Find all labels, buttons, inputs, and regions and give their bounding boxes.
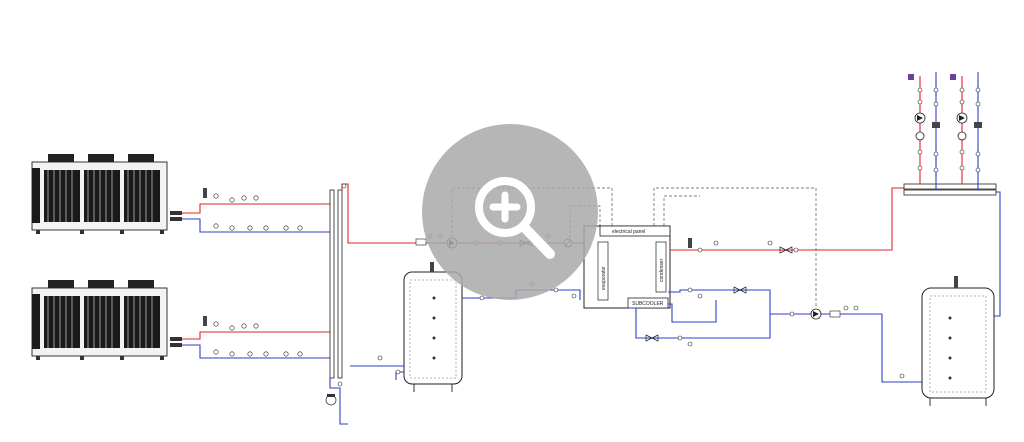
buffer-tank-left	[350, 262, 581, 392]
supply-line-to-consumers	[670, 187, 904, 254]
condenser-label: condenser	[659, 258, 665, 282]
distribution-manifold	[903, 72, 997, 196]
evaporator-label: evaporator	[601, 266, 607, 290]
return-loop	[628, 286, 922, 383]
dry-cooler-top	[31, 154, 182, 234]
electrical-panel-label: electrical panel	[612, 229, 645, 235]
subcooler-label: SUBCOOLER	[632, 301, 664, 307]
dry-cooler-piping	[182, 188, 330, 359]
buffer-tank-right	[921, 191, 1001, 406]
heat-pump-unit: electrical panel evaporator condenser SU…	[583, 225, 671, 309]
zoom-in-button[interactable]	[422, 124, 598, 300]
hydraulic-manifold	[325, 183, 430, 425]
dry-cooler-bottom	[31, 280, 182, 360]
zoom-in-icon	[475, 177, 555, 259]
